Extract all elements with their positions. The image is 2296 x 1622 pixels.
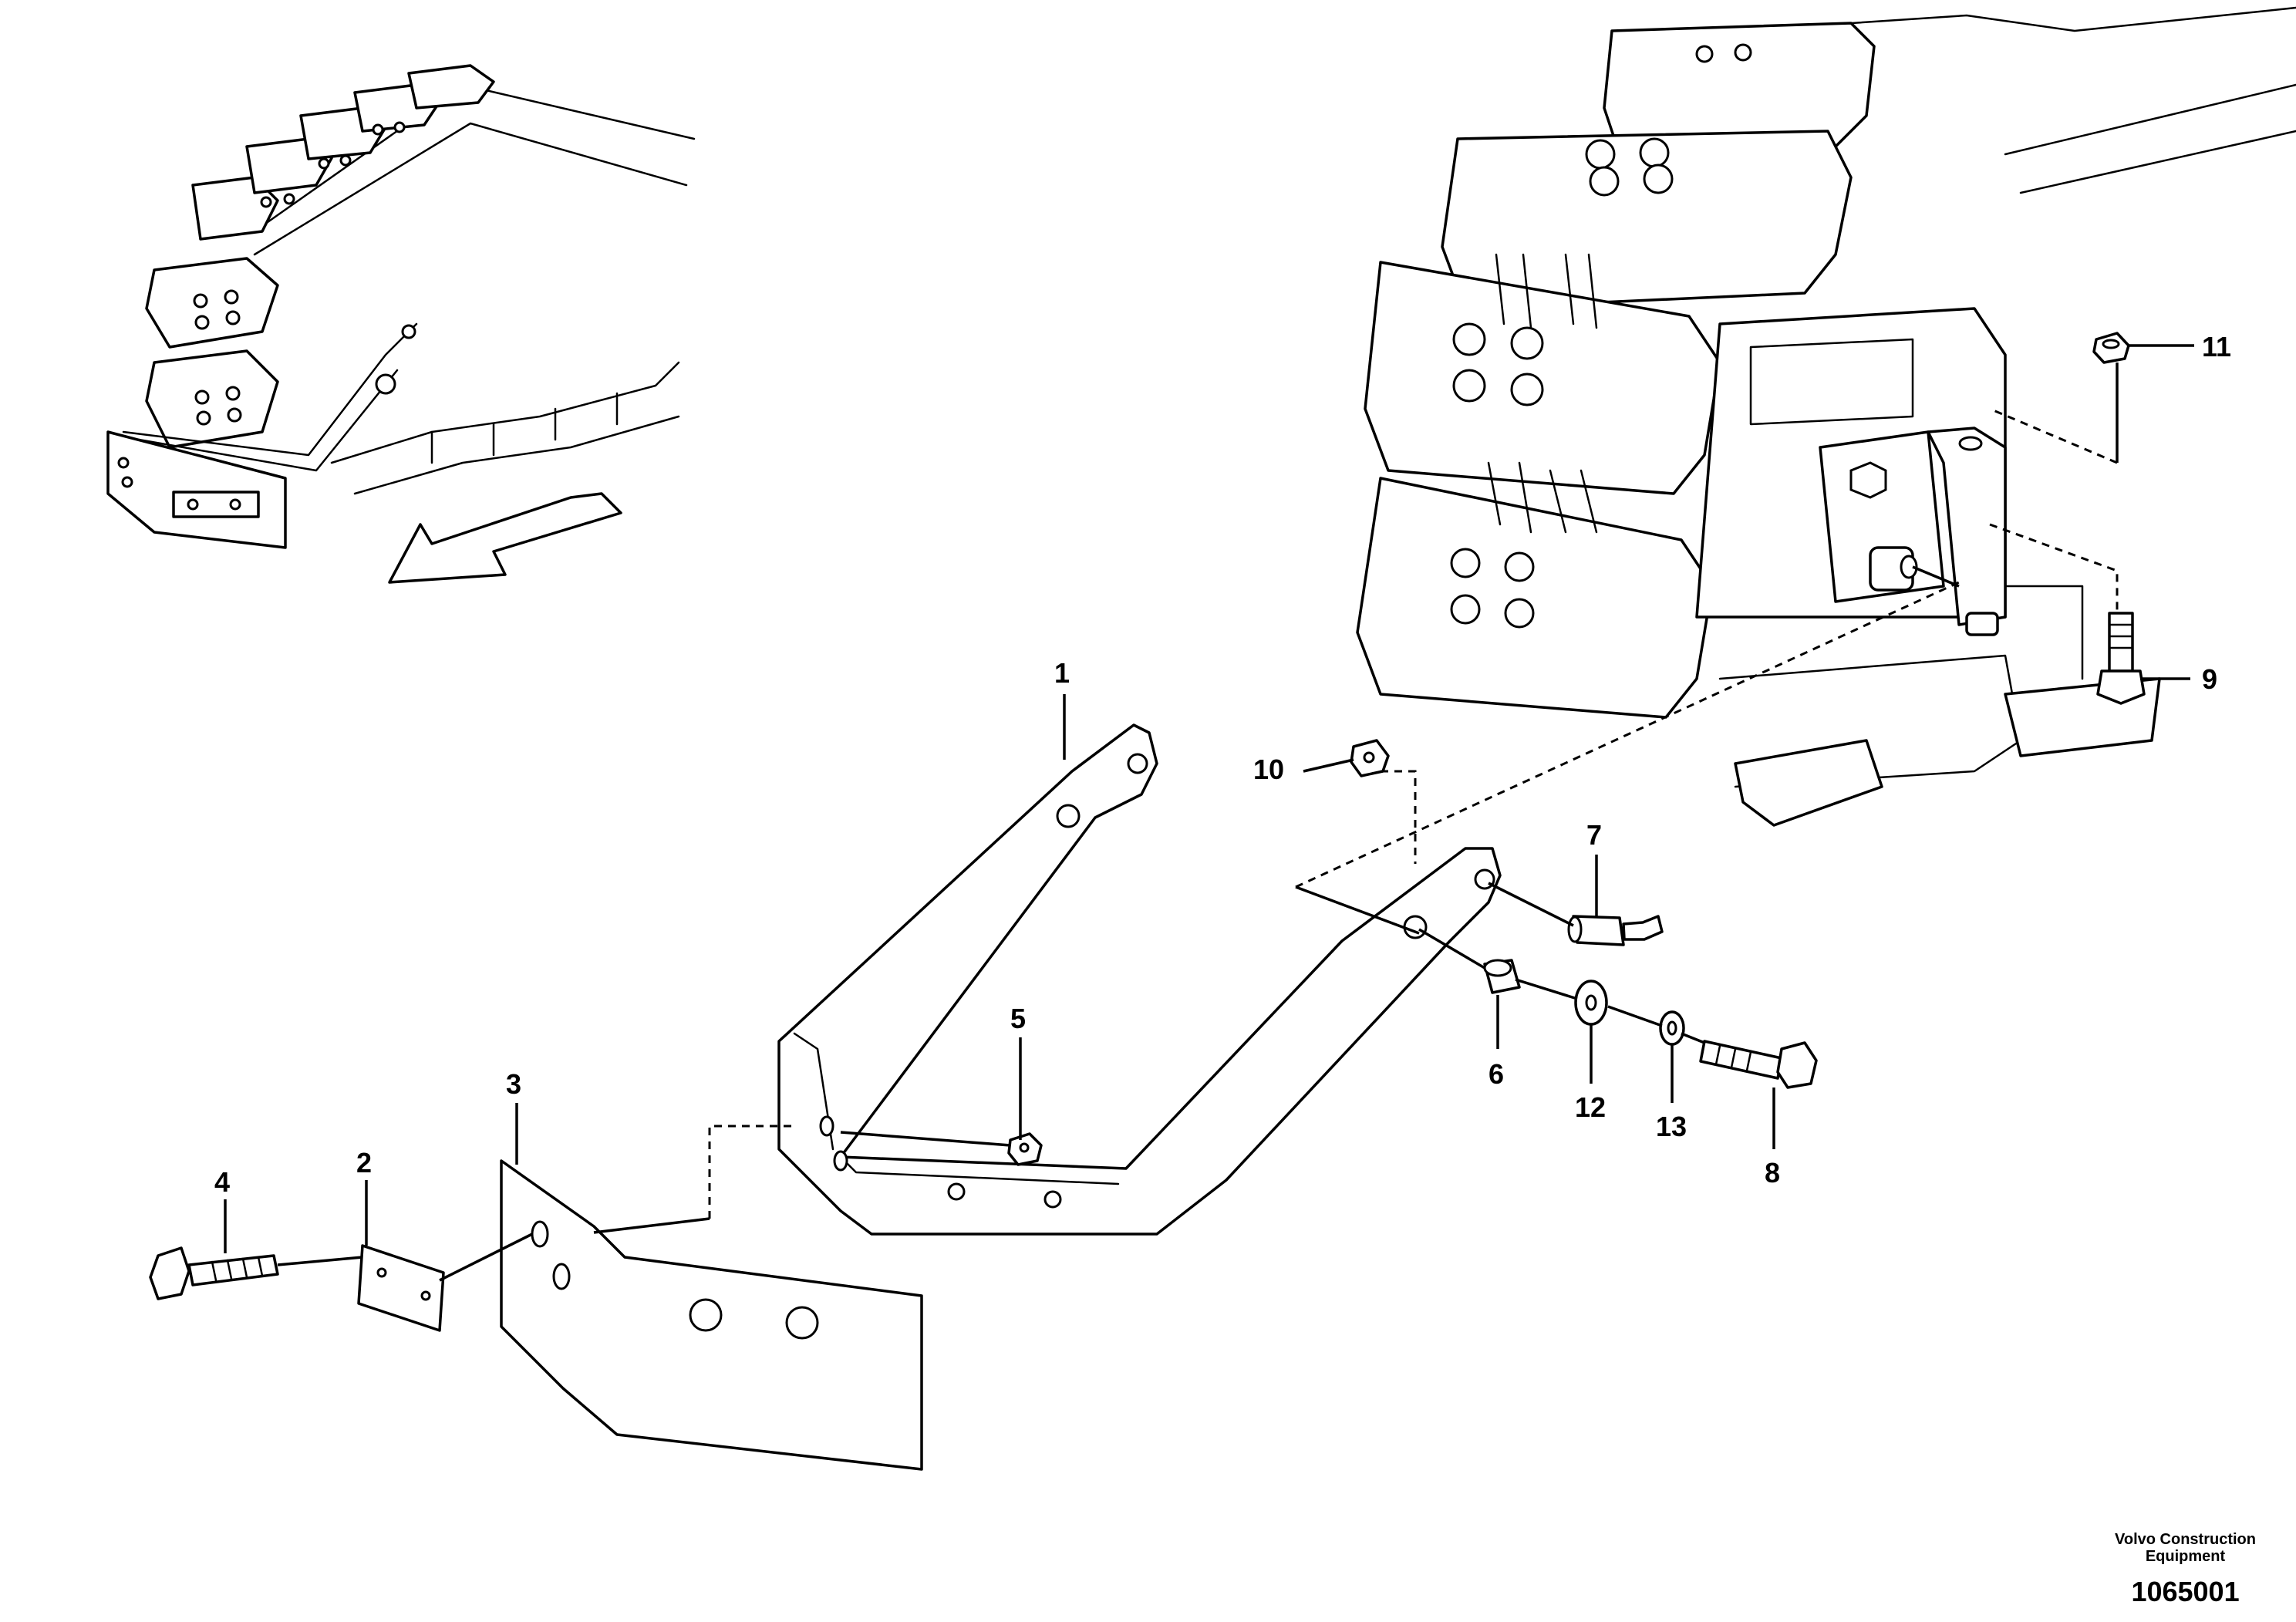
callout-leaders bbox=[224, 344, 2194, 1253]
manufacturer-line2: Equipment bbox=[2145, 1548, 2226, 1565]
callout-4: 4 bbox=[214, 1166, 230, 1198]
callout-7: 7 bbox=[1586, 819, 1602, 851]
part-13-lock-washer bbox=[1659, 1010, 1685, 1046]
callout-11: 11 bbox=[2202, 331, 2231, 363]
part-9-bolt bbox=[2096, 612, 2146, 705]
manufacturer-name: Volvo Construction Equipment bbox=[2115, 1531, 2256, 1565]
assembly-lines bbox=[277, 363, 2119, 1282]
callout-2: 2 bbox=[356, 1147, 372, 1179]
part-12-washer bbox=[1574, 980, 1608, 1026]
part-2-plate bbox=[357, 1244, 445, 1332]
part-6-spacer bbox=[1483, 959, 1521, 994]
callout-10: 10 bbox=[1253, 754, 1284, 785]
document-number: 1065001 bbox=[2131, 1576, 2240, 1607]
callout-12: 12 bbox=[1575, 1091, 1606, 1123]
manufacturer-line1: Volvo Construction bbox=[2115, 1531, 2256, 1548]
part-5-nut bbox=[1007, 1132, 1043, 1166]
callout-3: 3 bbox=[506, 1068, 521, 1100]
callout-5: 5 bbox=[1010, 1003, 1026, 1034]
part-1-guard-bracket bbox=[777, 723, 1502, 1236]
callout-9: 9 bbox=[2202, 663, 2217, 695]
track-detail-illustration bbox=[1356, 6, 2296, 827]
part-3-guard-plate bbox=[500, 1159, 923, 1471]
callout-13: 13 bbox=[1656, 1111, 1687, 1142]
footer-block: Volvo Construction Equipment 1065001 bbox=[2115, 1531, 2256, 1608]
part-11-nut bbox=[2092, 332, 2130, 364]
overview-track-illustration bbox=[106, 64, 696, 549]
callout-1: 1 bbox=[1054, 657, 1070, 689]
callout-8: 8 bbox=[1765, 1157, 1780, 1189]
travel-direction-arrow bbox=[388, 492, 622, 584]
part-8-bolt bbox=[1699, 1040, 1818, 1089]
callout-6: 6 bbox=[1489, 1058, 1504, 1090]
part-4-bolt bbox=[149, 1246, 279, 1300]
part-7-pin bbox=[1567, 915, 1664, 946]
